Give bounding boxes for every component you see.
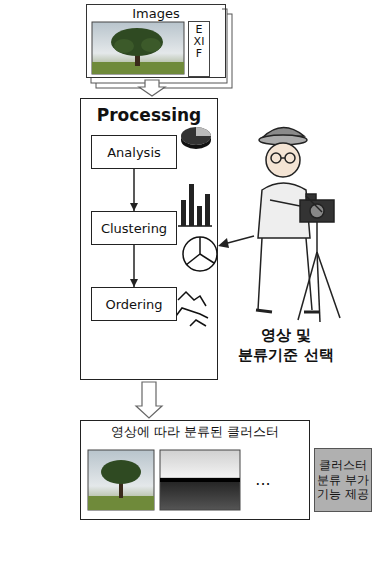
feature-box: 클러스터 분류 부가 기능 제공 — [314, 448, 372, 512]
cluster-result-box-text: 영상에 따라 분류된 클러스터 — [87, 424, 303, 441]
process-box-text: Ordering — [105, 297, 162, 312]
pie-chart-icon — [181, 127, 211, 149]
input-arrow — [218, 236, 254, 248]
connector — [130, 245, 138, 287]
exif-strip-text: EXIF — [194, 24, 205, 60]
image-card: ImagesEXIF — [86, 4, 226, 78]
hand-icon — [176, 292, 208, 326]
process-box-text: Analysis — [107, 145, 161, 160]
pie-outline-icon — [183, 237, 217, 271]
selection-caption: 영상 및 분류기준 선택 — [234, 326, 338, 365]
photographer-figure — [256, 127, 340, 322]
process-box: Ordering — [91, 287, 177, 321]
card-stack — [86, 4, 232, 88]
connector — [130, 169, 138, 211]
processing-box-text: Processing — [81, 99, 217, 125]
exif-strip: EXIF — [188, 21, 210, 77]
connector — [136, 382, 162, 418]
bar-chart-icon — [178, 184, 212, 226]
connector — [139, 80, 165, 96]
ellipsis: ... — [248, 470, 278, 489]
sea-thumbnail — [160, 450, 240, 510]
image-card-text: Images — [87, 5, 225, 21]
process-box: Clustering — [91, 211, 177, 245]
process-box: Analysis — [91, 135, 177, 169]
tree-photo — [92, 22, 184, 74]
tree-thumbnail — [88, 450, 154, 510]
process-box-text: Clustering — [101, 221, 167, 236]
processing-box: ProcessingAnalysisClusteringOrdering — [80, 98, 218, 380]
cluster-result-box: 영상에 따라 분류된 클러스터 — [80, 420, 310, 520]
feature-box-text: 클러스터 분류 부가 기능 제공 — [317, 458, 369, 501]
